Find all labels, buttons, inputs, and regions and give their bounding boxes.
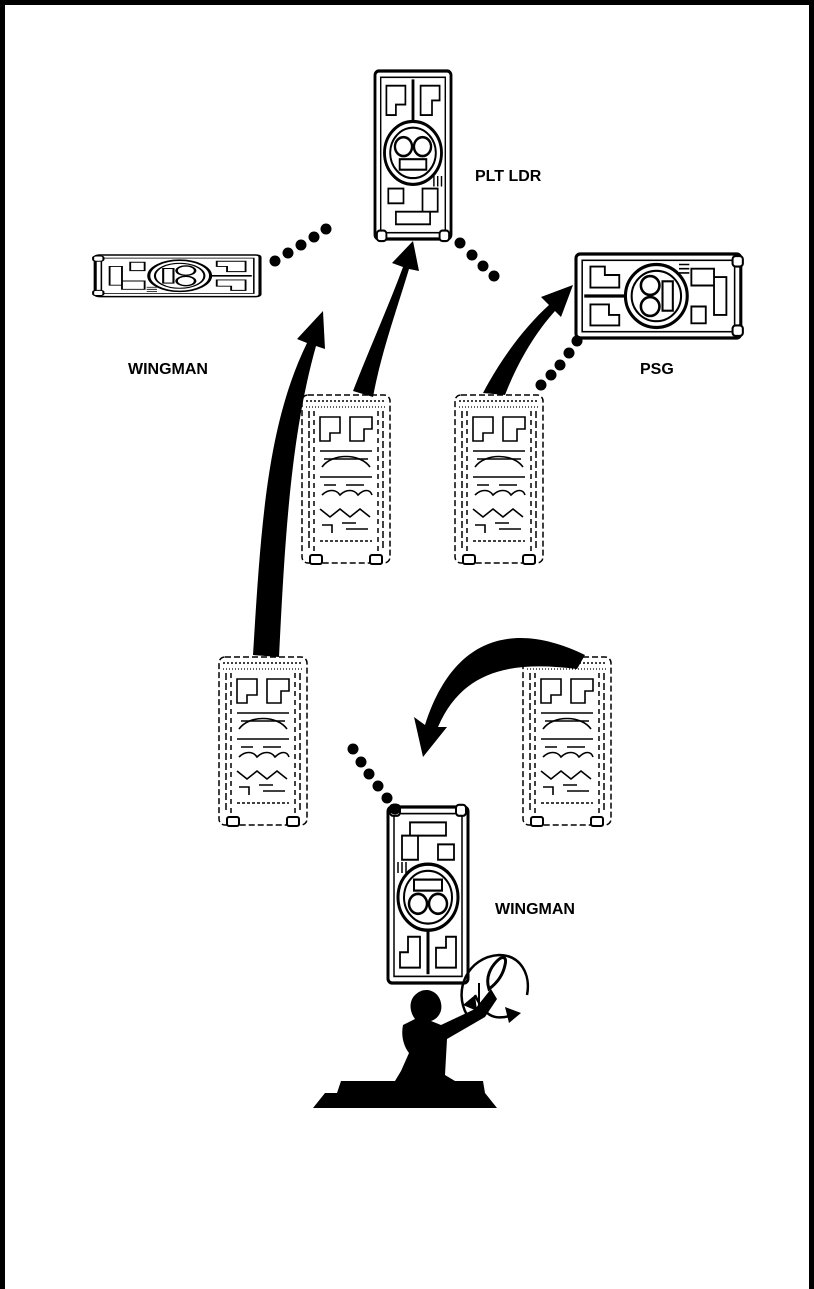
formation-diagram: PLT LDR WINGMAN PSG WINGMAN [91,69,745,1108]
dots-indicator [535,335,583,391]
arrow-icon [414,638,585,757]
psg-tank-icon [574,252,745,340]
wingman-bottom-tank-icon [386,803,470,985]
dots-indicator [454,237,500,282]
label-plt-ldr: PLT LDR [475,168,542,185]
dots-indicator [347,743,401,815]
arrow-icon [253,311,325,657]
plt-ldr-tank-icon [373,69,453,243]
arrow-icon [353,241,419,397]
dots-indicator [269,223,332,267]
label-wingman-left: WINGMAN [128,361,208,378]
wingman-left-tank-icon [91,253,262,299]
rotating-arm-signal-icon [313,953,530,1108]
start-tank-icon [218,656,308,827]
start-tank-icon [522,656,612,827]
start-tank-icon [301,394,391,565]
label-psg: PSG [640,361,674,378]
arrow-icon [483,285,573,395]
label-wingman-bottom: WINGMAN [495,901,575,918]
start-tank-icon [454,394,544,565]
